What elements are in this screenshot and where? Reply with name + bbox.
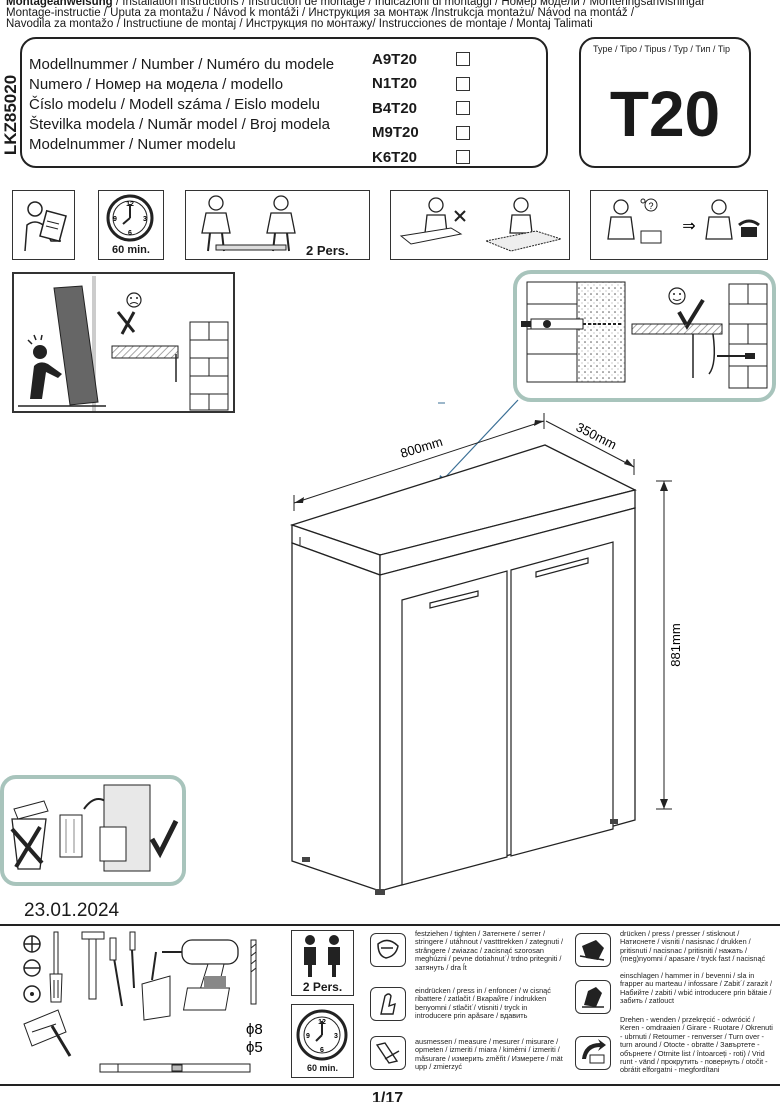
- tighten-icon: [370, 933, 406, 967]
- model-label: Številka modela / Număr model / Broj mod…: [29, 116, 330, 133]
- model-label: Numero / Номер на модела / modello: [29, 76, 284, 93]
- cabinet-drawing: 800mm 350mm 881mm: [289, 399, 680, 895]
- persons-small-label: 2 Pers.: [302, 980, 343, 994]
- two-persons-small-icon: [304, 935, 340, 977]
- wall-anchor-detail-callout: [513, 270, 776, 402]
- time-required-box: 12 3 6 9 60 min.: [98, 190, 164, 260]
- model-code: N1T20: [372, 75, 418, 93]
- model-label: Číslo modelu / Modell száma / Eislo mode…: [29, 96, 320, 113]
- legend-press-in-text: eindrücken / press in / enfoncer / w cis…: [415, 986, 551, 1021]
- glue-icon: [141, 951, 171, 1021]
- svg-text:9: 9: [306, 1033, 310, 1040]
- header-line-1: Montageanweisung / Installation instruct…: [6, 0, 705, 8]
- model-checkbox[interactable]: [456, 125, 470, 140]
- model-label: Modellnummer / Number / Numéro du modele: [29, 56, 335, 73]
- persons-label: 2 Pers.: [306, 243, 349, 258]
- measure-icon: [370, 1036, 406, 1070]
- height-dimension-label: 881mm: [668, 623, 680, 666]
- square-ruler-icon: [23, 1009, 72, 1057]
- two-persons-icon: [201, 195, 296, 252]
- hammer-icon: [81, 931, 105, 1000]
- two-persons-box: 2 Pers.: [185, 190, 370, 260]
- screw-phillips-icon: [23, 935, 41, 953]
- model-code: M9T20: [372, 124, 419, 142]
- screw-slotted-icon: [23, 959, 41, 977]
- hammer-in-icon: [575, 980, 611, 1014]
- model-checkbox[interactable]: [456, 76, 470, 91]
- legend-hammer-in-text: einschlagen / hammer in / bevenni / sla …: [620, 971, 773, 1006]
- type-code: T20: [609, 78, 721, 150]
- spirit-level-icon: [99, 1063, 251, 1073]
- svg-text:3: 3: [143, 216, 147, 223]
- drill-bit-icon: [250, 939, 257, 1005]
- turn-over-icon: [575, 1036, 611, 1070]
- drill-icon: [162, 939, 239, 1011]
- contact-support-icon: ? ⇒: [590, 190, 768, 260]
- model-number-box: Modellnummer / Number / Numéro du modele…: [20, 37, 548, 168]
- legend-press-text: drücken / press / presser / stisknout / …: [620, 929, 766, 964]
- read-instructions-icon: [12, 190, 75, 260]
- product-code: LKZ85020: [1, 74, 20, 156]
- svg-text:?: ?: [648, 201, 653, 211]
- screw-hex-icon: [23, 985, 41, 1003]
- drill-size-8: ϕ8: [246, 1021, 263, 1038]
- press-icon: [575, 933, 611, 967]
- header-translations: / Installation instructions / Instructio…: [112, 0, 706, 8]
- svg-text:3: 3: [334, 1033, 338, 1040]
- legend-measure-text: ausmessen / measure / mesurer / misurare…: [415, 1037, 563, 1072]
- clock-icon: 12 3 6 9: [106, 194, 154, 242]
- model-code: K6T20: [372, 148, 418, 166]
- clock-small-icon: 12 3 6 9: [296, 1009, 348, 1061]
- type-box: Type / Tipo / Tipus / Typ / Тип / Tip T2…: [579, 37, 751, 168]
- type-label: Type / Tipo / Tipus / Typ / Тип / Tip: [593, 44, 731, 54]
- model-checkbox[interactable]: [456, 101, 470, 116]
- width-dimension-label: 800mm: [398, 434, 444, 461]
- page-number: 1/17: [372, 1090, 404, 1102]
- model-label: Modelnummer / Numer modelu: [29, 136, 236, 153]
- svg-text:6: 6: [128, 230, 132, 237]
- header-title: Montageanweisung: [6, 0, 113, 8]
- tools-panel: ϕ8 ϕ5: [23, 931, 263, 1073]
- model-code: B4T20: [372, 99, 418, 117]
- legend-tighten-text: festziehen / tighten / Затегнете / serre…: [415, 929, 564, 972]
- legend-turn-over-text: Drehen - wenden / przekręcić - odwrócić …: [620, 1015, 773, 1075]
- model-code-list: A9T20 N1T20 B4T20 M9T20 K6T20: [372, 47, 470, 170]
- svg-text:⇒: ⇒: [682, 218, 695, 235]
- bottom-divider: [0, 1084, 780, 1086]
- time-small-box: 12 3 6 9 60 min.: [291, 1004, 354, 1078]
- header-line-3: Navodila za montažo / Instructiune de mo…: [6, 18, 593, 30]
- model-checkbox[interactable]: [456, 52, 470, 67]
- model-labels: Modellnummer / Number / Numéro du modele…: [29, 55, 334, 155]
- awl-icon: [109, 937, 123, 1007]
- svg-text:9: 9: [113, 216, 117, 223]
- tip-over-warning-panel: [12, 272, 235, 413]
- time-small-label: 60 min.: [306, 1063, 338, 1073]
- drill-size-5: ϕ5: [246, 1039, 263, 1056]
- protect-floor-icon: [390, 190, 570, 260]
- time-label: 60 min.: [112, 244, 150, 256]
- header-line-2: Montage-instructie / Uputa za montažu / …: [6, 7, 635, 19]
- recycling-callout: [0, 775, 186, 886]
- persons-small-box: 2 Pers.: [291, 930, 354, 996]
- screwdriver-small-icon: [129, 931, 136, 989]
- press-in-icon: [370, 987, 406, 1021]
- screwdriver-icon: [49, 931, 63, 1003]
- model-checkbox[interactable]: [456, 150, 470, 165]
- top-divider: [0, 924, 780, 926]
- document-date: 23.01.2024: [24, 900, 120, 921]
- svg-text:6: 6: [320, 1047, 324, 1054]
- model-code: A9T20: [372, 50, 418, 68]
